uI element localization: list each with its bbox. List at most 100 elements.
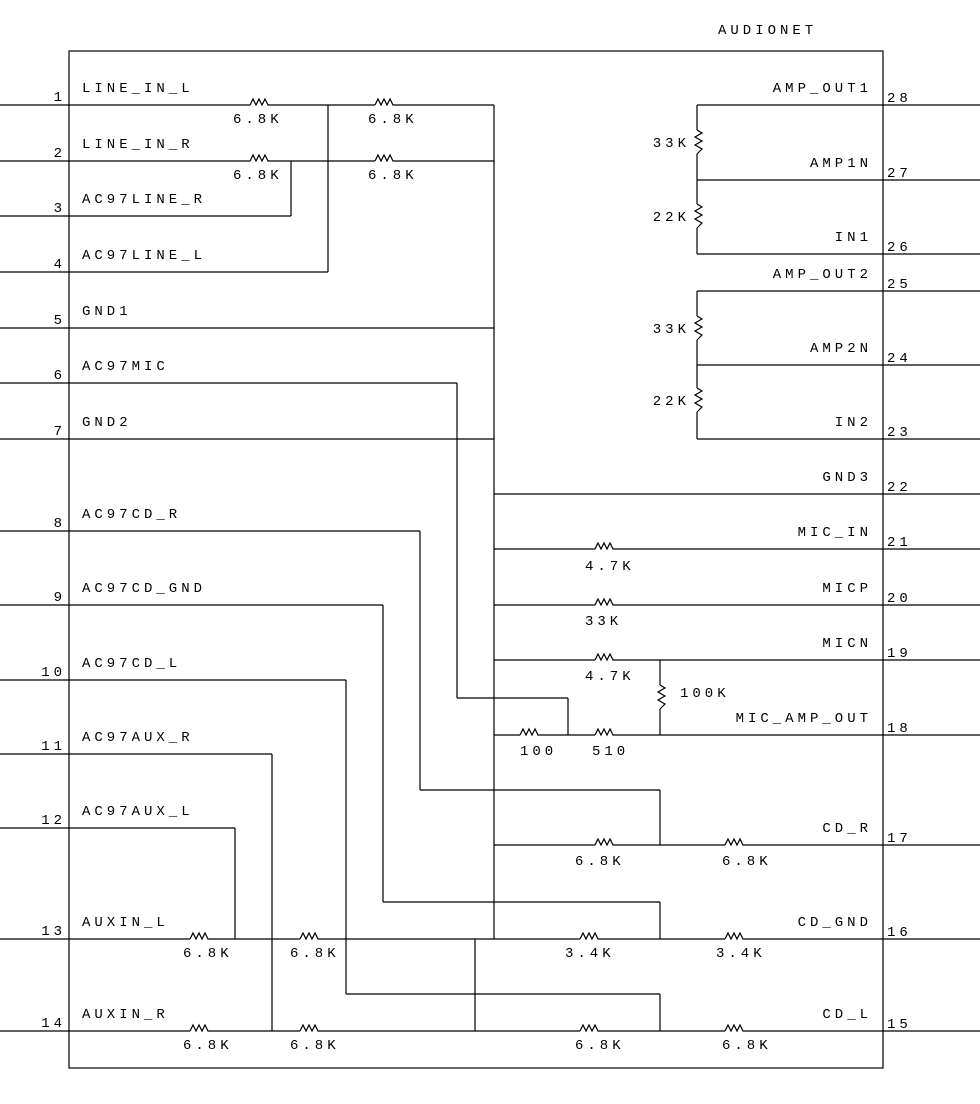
- resistor-value: 6.8K: [575, 1038, 625, 1054]
- resistor-gap: [694, 130, 700, 154]
- resistor-value: 22K: [653, 394, 690, 410]
- pin-number: 16: [887, 925, 912, 941]
- resistor-value: 6.8K: [233, 112, 283, 128]
- resistor-value: 6.8K: [290, 1038, 340, 1054]
- pin-number: 11: [41, 739, 66, 755]
- pin-label: CD_L: [822, 1007, 872, 1023]
- pin-label: AC97LINE_L: [82, 248, 206, 264]
- pin-label: GND2: [82, 415, 132, 431]
- resistor-value: 4.7K: [585, 669, 635, 685]
- resistor-gap: [250, 104, 270, 106]
- resistor-gap: [595, 548, 615, 550]
- component-title: AUDIONET: [718, 23, 817, 39]
- resistor-value: 4.7K: [585, 559, 635, 575]
- pin-label: LINE_IN_L: [82, 81, 194, 97]
- resistor-gap: [595, 604, 615, 606]
- pin-number: 15: [887, 1017, 912, 1033]
- resistor-icon: [249, 153, 270, 163]
- resistor-value: 6.8K: [368, 112, 418, 128]
- resistor-value: 33K: [653, 322, 690, 338]
- pin-label: AMP_OUT2: [773, 267, 872, 283]
- resistor-icon: [594, 597, 615, 607]
- pin-label: GND1: [82, 304, 132, 320]
- resistor-value: 6.8K: [575, 854, 625, 870]
- resistor-value: 22K: [653, 210, 690, 226]
- pin-number: 3: [54, 201, 66, 217]
- resistor-gap: [375, 104, 395, 106]
- resistor-gap: [190, 1030, 210, 1032]
- pin-number: 17: [887, 831, 912, 847]
- resistor-value: 6.8K: [183, 1038, 233, 1054]
- resistor-icon: [693, 203, 704, 229]
- resistor-gap: [725, 1030, 745, 1032]
- pins: 1LINE_IN_L2LINE_IN_R3AC97LINE_R4AC97LINE…: [0, 81, 980, 1033]
- pin-label: AC97AUX_R: [82, 730, 194, 746]
- pin-label: LINE_IN_R: [82, 137, 194, 153]
- resistor-value: 33K: [653, 136, 690, 152]
- resistor-icon: [249, 97, 270, 107]
- resistor-icon: [189, 931, 210, 941]
- resistor-gap: [250, 160, 270, 162]
- pin-label: IN1: [835, 230, 872, 246]
- pin-label: IN2: [835, 415, 872, 431]
- pin-number: 24: [887, 351, 912, 367]
- pin-number: 19: [887, 646, 912, 662]
- pin-number: 18: [887, 721, 912, 737]
- resistor-gap: [300, 938, 320, 940]
- resistor-icon: [724, 931, 745, 941]
- resistor-gap: [595, 844, 615, 846]
- resistor-icon: [579, 1023, 600, 1033]
- resistor-gap: [595, 659, 615, 661]
- resistor-value: 100K: [680, 686, 730, 702]
- resistor-value: 510: [592, 744, 629, 760]
- resistor-icon: [594, 727, 615, 737]
- resistor-gap: [300, 1030, 320, 1032]
- pin-number: 2: [54, 146, 66, 162]
- pin-label: AC97CD_R: [82, 507, 181, 523]
- resistor-gap: [694, 388, 700, 412]
- pin-number: 5: [54, 313, 66, 329]
- pin-label: MICN: [822, 636, 872, 652]
- pin-number: 25: [887, 277, 912, 293]
- resistor-gap: [580, 1030, 600, 1032]
- pin-label: MIC_AMP_OUT: [736, 711, 872, 727]
- resistor-gap: [657, 685, 663, 709]
- pin-number: 22: [887, 480, 912, 496]
- resistor-value: 100: [520, 744, 557, 760]
- pin-label: CD_R: [822, 821, 872, 837]
- pin-label: AMP2N: [810, 341, 872, 357]
- resistor-icon: [189, 1023, 210, 1033]
- resistor-value: 3.4K: [565, 946, 615, 962]
- pin-number: 9: [54, 590, 66, 606]
- resistor-gap: [595, 734, 615, 736]
- pin-number: 21: [887, 535, 912, 551]
- pin-number: 26: [887, 240, 912, 256]
- pin-label: AC97CD_L: [82, 656, 181, 672]
- resistor-value: 6.8K: [368, 168, 418, 184]
- resistor-icon: [374, 97, 395, 107]
- resistor-icon: [374, 153, 395, 163]
- resistor-icon: [299, 1023, 320, 1033]
- pin-label: AC97CD_GND: [82, 581, 206, 597]
- resistor-gap: [520, 734, 540, 736]
- pin-number: 12: [41, 813, 66, 829]
- resistor-icon: [693, 315, 704, 341]
- resistor-icon: [594, 652, 615, 662]
- pin-label: MICP: [822, 581, 872, 597]
- resistor-icon: [579, 931, 600, 941]
- resistor-gap: [725, 938, 745, 940]
- resistor-gap: [580, 938, 600, 940]
- pin-label: CD_GND: [798, 915, 872, 931]
- wires: [69, 104, 883, 1032]
- pin-label: AUXIN_L: [82, 915, 169, 931]
- pin-label: AUXIN_R: [82, 1007, 169, 1023]
- resistor-value: 3.4K: [716, 946, 766, 962]
- pin-number: 10: [41, 665, 66, 681]
- resistor-icon: [594, 541, 615, 551]
- pin-number: 13: [41, 924, 66, 940]
- resistor-icon: [656, 684, 667, 710]
- pin-label: AC97LINE_R: [82, 192, 206, 208]
- resistor-icon: [693, 387, 704, 413]
- pin-number: 27: [887, 166, 912, 182]
